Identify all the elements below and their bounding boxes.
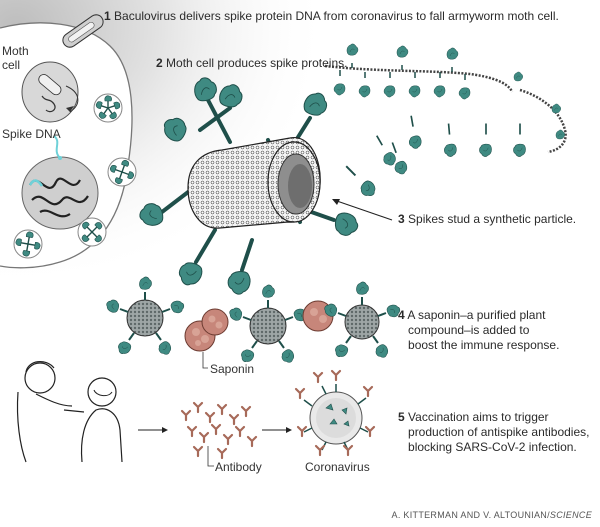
antibody-label: Antibody <box>215 460 262 474</box>
step-3-text: 3 Spikes stud a synthetic particle. <box>398 212 577 226</box>
coronavirus <box>294 369 376 457</box>
step-5-text: 5 Vaccination aims to trigger production… <box>398 410 590 454</box>
step-4-text: 4 A saponin–a purified plant compound–is… <box>398 308 560 352</box>
saponin-label: Saponin <box>210 362 255 376</box>
coronavirus-label: Coronavirus <box>305 460 370 474</box>
transfer-arrow <box>65 85 79 113</box>
vesicles <box>13 93 137 259</box>
saponin-mixture <box>104 276 402 369</box>
loose-spikes <box>345 115 526 200</box>
dna-pointer <box>53 135 61 159</box>
vaccination-scene <box>16 361 123 463</box>
spike-chain <box>324 43 567 154</box>
image-credit: A. KITTERMAN AND V. ALTOUNIAN/SCIENCE <box>391 510 592 520</box>
antibodies <box>180 401 258 467</box>
step3-arrow <box>333 199 393 221</box>
synthetic-particle <box>137 75 361 295</box>
step-2-text: 2 Moth cell produces spike proteins. <box>156 56 348 70</box>
nucleus-dna <box>21 156 99 230</box>
spike-dna-label: Spike DNA <box>2 127 61 141</box>
step-1-text: 1 Baculovirus delivers spike protein DNA… <box>104 9 559 23</box>
baculovirus <box>62 14 104 48</box>
nucleus-upper <box>21 61 79 123</box>
